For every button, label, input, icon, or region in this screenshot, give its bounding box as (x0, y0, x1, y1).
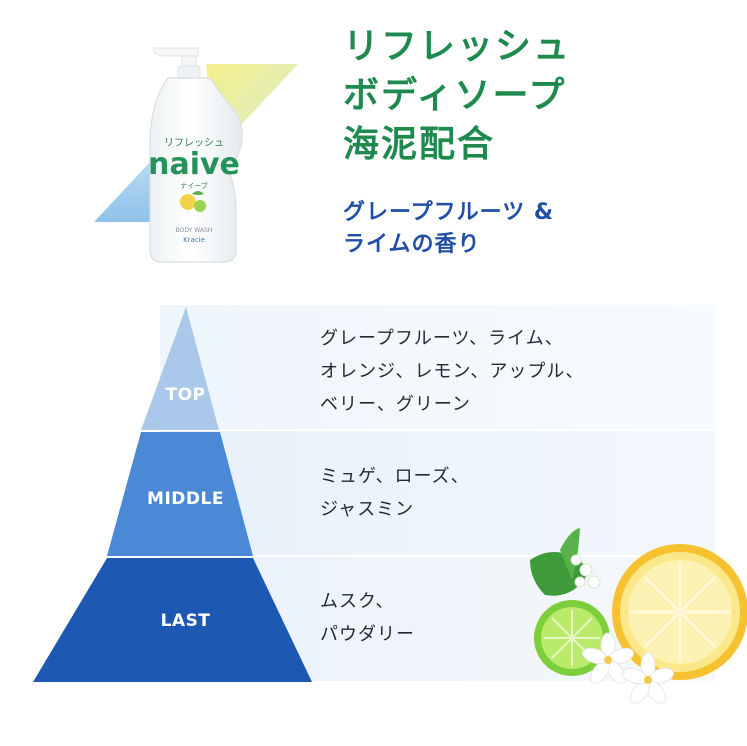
middle-notes-text: ミュゲ、ローズ、 ジャスミン (320, 460, 620, 526)
bottle-brand: naive (148, 147, 240, 182)
top-notes-line-2: オレンジ、レモン、アップル、 (320, 361, 585, 382)
middle-notes-line-1: ミュゲ、ローズ、 (320, 466, 470, 487)
bottle-graphic: リフレッシュ naive ナイーブ BODY WASH Kracie (94, 47, 298, 263)
title-line-3: 海泥配合 (343, 124, 496, 165)
bottle-maker: Kracie (183, 236, 205, 244)
last-notes-text: ムスク、 パウダリー (320, 585, 620, 651)
product-title: リフレッシュ ボディソープ 海泥配合 (343, 22, 733, 169)
bottle-body-wash: BODY WASH (176, 227, 213, 234)
label-fruit-icon (180, 194, 196, 210)
product-illustration: リフレッシュ naive ナイーブ BODY WASH Kracie (86, 36, 316, 276)
last-notes-line-2: パウダリー (320, 624, 415, 645)
fruit-graphic (530, 528, 747, 704)
scent-name: グレープフルーツ & ライムの香り (343, 197, 733, 261)
jasmine-flower-icon (581, 632, 675, 704)
pyramid-graphic (33, 307, 312, 682)
pyramid-tier-last (33, 558, 312, 682)
last-notes-line-1: ムスク、 (320, 591, 395, 612)
middle-notes-line-2: ジャスミン (320, 499, 415, 520)
pyramid-tier-middle (107, 432, 253, 556)
scent-line-1: グレープフルーツ & (343, 200, 555, 225)
top-notes-line-1: グレープフルーツ、ライム、 (320, 328, 564, 349)
bottle-brand-kana: ナイーブ (180, 181, 208, 190)
bottle-label-top: リフレッシュ (164, 138, 224, 149)
fragrance-pyramid: TOP MIDDLE LAST (33, 307, 312, 682)
tier-label-last: LAST (160, 611, 211, 631)
title-line-1: リフレッシュ (343, 26, 572, 67)
top-notes-text: グレープフルーツ、ライム、 オレンジ、レモン、アップル、 ベリー、グリーン (320, 322, 620, 421)
tier-label-top: TOP (165, 385, 206, 405)
fruit-flower-illustration (520, 520, 747, 735)
tier-label-middle: MIDDLE (147, 489, 224, 509)
title-line-2: ボディソープ (343, 75, 567, 116)
middle-note-band (160, 431, 715, 555)
scent-line-2: ライムの香り (343, 232, 481, 257)
top-notes-line-3: ベリー、グリーン (320, 394, 471, 415)
bottle-body (149, 77, 243, 263)
top-note-band (160, 305, 715, 429)
pyramid-tier-top (141, 307, 219, 430)
